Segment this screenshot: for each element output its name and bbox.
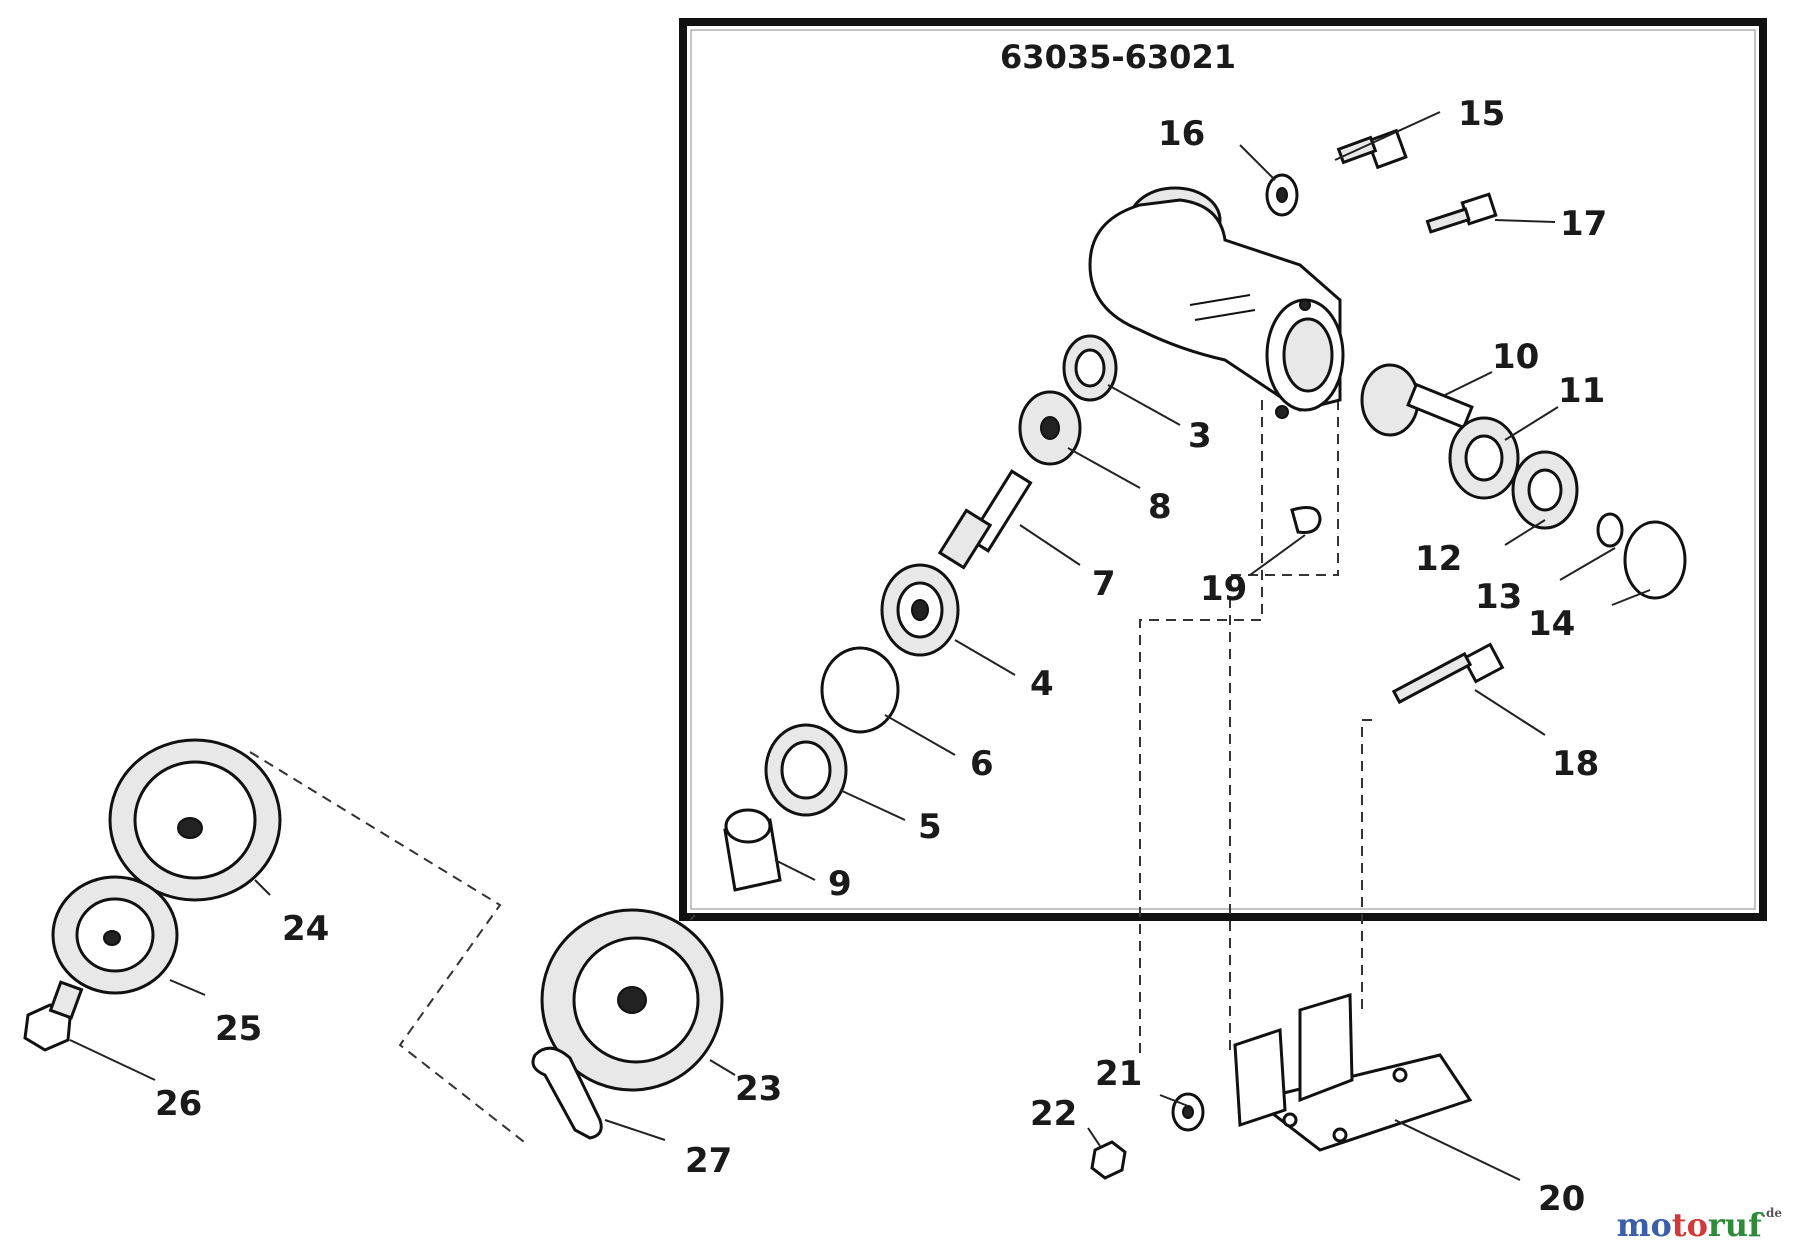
bushing-9-part xyxy=(723,808,782,892)
callout-21: 21 xyxy=(1095,1054,1142,1094)
callout-20: 20 xyxy=(1538,1179,1585,1219)
callout-17: 17 xyxy=(1560,204,1607,244)
gear-8-part xyxy=(1018,390,1082,466)
pulley-25-part xyxy=(51,875,179,995)
subassembly-frame xyxy=(679,18,1767,921)
callout-25: 25 xyxy=(215,1009,262,1049)
circlip-14-part xyxy=(1623,520,1687,600)
snap-ring-6-part xyxy=(820,646,900,734)
watermark-tld: .de xyxy=(1761,1206,1782,1220)
seal-5-part xyxy=(764,723,848,817)
watermark-part-3: ruf xyxy=(1707,1206,1762,1244)
bracket-20-part xyxy=(1233,992,1473,1152)
ring-13-part xyxy=(1596,512,1624,548)
callout-18: 18 xyxy=(1552,744,1599,784)
key-27-part xyxy=(531,1046,603,1140)
bolt-26-part xyxy=(23,980,84,1052)
pulley-23-part xyxy=(540,908,724,1092)
callout-22: 22 xyxy=(1030,1094,1077,1134)
box-title: 63035-63021 xyxy=(1000,38,1236,76)
callout-19: 19 xyxy=(1200,569,1247,609)
pulley-24-part xyxy=(108,738,282,902)
callout-16: 16 xyxy=(1158,114,1205,154)
callout-6: 6 xyxy=(970,744,994,784)
callout-4: 4 xyxy=(1030,664,1054,704)
bearing-11-part xyxy=(1448,416,1520,500)
callout-9: 9 xyxy=(828,864,852,904)
callout-27: 27 xyxy=(685,1141,732,1181)
callout-23: 23 xyxy=(735,1069,782,1109)
callout-labels: 15 16 17 3 8 7 4 6 5 9 10 11 12 13 14 19… xyxy=(155,94,1607,1219)
callout-5: 5 xyxy=(918,807,942,847)
callout-7: 7 xyxy=(1092,564,1116,604)
screw-18-part xyxy=(1391,642,1505,705)
callout-8: 8 xyxy=(1148,487,1172,527)
bearing-4-part xyxy=(880,563,960,657)
callout-12: 12 xyxy=(1415,539,1462,579)
gear-housing-part xyxy=(1088,186,1345,419)
callout-15: 15 xyxy=(1458,94,1505,134)
callout-24: 24 xyxy=(282,909,329,949)
watermark-logo: motoruf.de xyxy=(1617,1206,1782,1244)
callout-3: 3 xyxy=(1188,416,1212,456)
pinion-10-part xyxy=(1360,363,1474,437)
bearing-12-part xyxy=(1511,450,1579,530)
bearing-3-part xyxy=(1062,334,1118,402)
bolt-15-part xyxy=(1336,128,1408,170)
callout-26: 26 xyxy=(155,1084,202,1124)
clip-19-part xyxy=(1290,506,1322,534)
watermark-part-2: to xyxy=(1671,1206,1708,1244)
nut-22-part xyxy=(1090,1140,1127,1180)
callout-14: 14 xyxy=(1528,604,1575,644)
callout-11: 11 xyxy=(1558,371,1605,411)
assembly-guides xyxy=(249,400,1372,1146)
shaft-7-part xyxy=(937,469,1033,570)
callout-13: 13 xyxy=(1475,577,1522,617)
watermark-part-1: mo xyxy=(1616,1206,1672,1244)
screw-17-part xyxy=(1425,192,1498,234)
callout-10: 10 xyxy=(1492,337,1539,377)
leader-lines xyxy=(69,111,1651,1181)
